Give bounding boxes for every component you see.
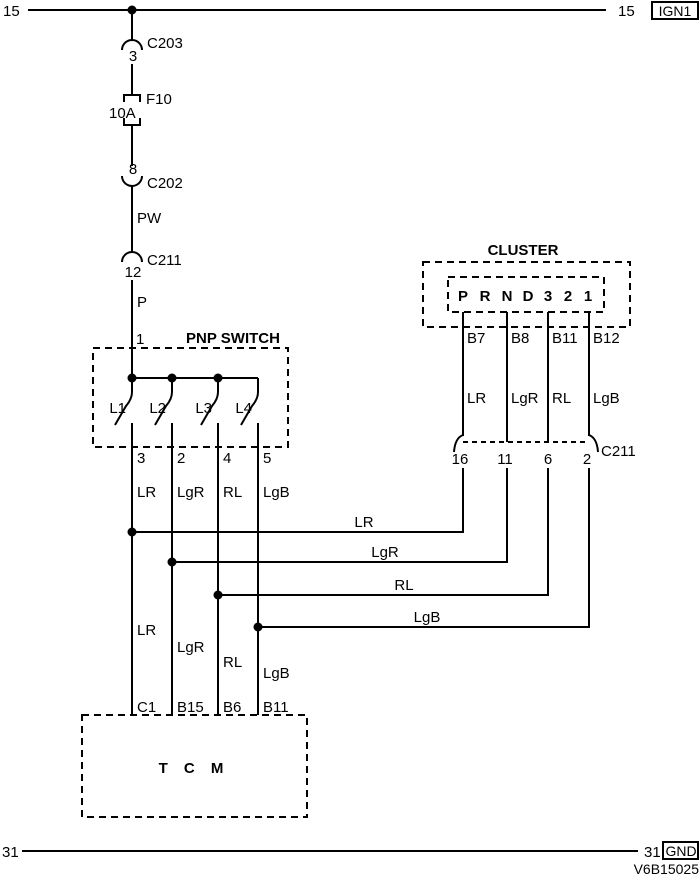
power-rail-left-label: 15 xyxy=(3,3,20,20)
switch-blade-l2-icon xyxy=(154,378,173,426)
connector-c211-icon xyxy=(121,251,143,263)
tcm-pin-b15-label: B15 xyxy=(177,699,204,716)
power-rail: 15 15 IGN1 xyxy=(3,1,699,20)
pnp-switch-box xyxy=(92,347,289,448)
link-junction-dot-lgr xyxy=(167,557,177,567)
c211-pin-6-label: 6 xyxy=(544,451,552,468)
link-rl-label: RL xyxy=(394,577,413,594)
c211-left-hook-icon xyxy=(453,434,464,453)
power-rail-right-label: 15 xyxy=(618,3,635,20)
indicator-2-label: 2 xyxy=(564,288,572,305)
indicator-r-label: R xyxy=(480,288,491,305)
fuse-name-label: F10 xyxy=(146,91,172,108)
indicator-p-label: P xyxy=(458,288,468,305)
link-junction-dot-lgb xyxy=(253,622,263,632)
wire-color-lgb-label: LgB xyxy=(263,484,290,501)
cross-link-wires: LR LgR RL LgB xyxy=(127,468,590,632)
wire-color-pw-label: PW xyxy=(137,210,162,227)
cluster-title: CLUSTER xyxy=(488,242,559,259)
switch-l1-label: L1 xyxy=(109,400,126,417)
switch-l2-label: L2 xyxy=(149,400,166,417)
link-junction-dot-rl xyxy=(213,590,223,600)
connector-c203-icon xyxy=(121,39,143,51)
fuse-top-bracket-icon xyxy=(123,94,141,102)
link-wire-lgr xyxy=(172,468,508,563)
tcm-wire-rl-label: RL xyxy=(223,654,242,671)
cluster-wire-lr-label: LR xyxy=(467,390,486,407)
cluster-wire-lgr-label: LgR xyxy=(511,390,539,407)
cluster-wire-lgb-label: LgB xyxy=(593,390,620,407)
switch-blade-l3-icon xyxy=(200,378,219,426)
c211-pin-2-label: 2 xyxy=(583,451,591,468)
pnp-switch-component: PNP SWITCH L1 L2 L3 L4 3 2 4 5 LR LgR RL… xyxy=(92,330,290,715)
indicator-n-label: N xyxy=(502,288,513,305)
link-lr-label: LR xyxy=(354,514,373,531)
ground-rail-right-label: 31 xyxy=(644,844,661,861)
tcm-wire-lgb-label: LgB xyxy=(263,665,290,682)
c211-inline-connector: C211 16 11 6 2 xyxy=(452,434,636,468)
cluster-wire-rl-label: RL xyxy=(552,390,571,407)
link-wire-lgb xyxy=(258,468,590,628)
ign1-tag-box xyxy=(651,1,699,20)
tcm-wire-lr-label: LR xyxy=(137,622,156,639)
cluster-pin-b11-label: B11 xyxy=(552,330,578,347)
wire-color-lgr-label: LgR xyxy=(177,484,205,501)
tcm-pin-b11-label: B11 xyxy=(263,699,289,716)
wire-color-lr-label: LR xyxy=(137,484,156,501)
c211-right-hook-icon xyxy=(588,434,599,453)
fuse-rating-label: 10A xyxy=(109,105,136,122)
indicator-3-label: 3 xyxy=(544,288,552,305)
pnp-pin-5-label: 5 xyxy=(263,450,271,467)
link-junction-dot-lr xyxy=(127,527,137,537)
switch-l3-label: L3 xyxy=(195,400,212,417)
ign1-tag-label: IGN1 xyxy=(659,3,692,19)
link-lgr-label: LgR xyxy=(371,544,399,561)
feed-circuit: 3 C203 F10 10A 8 C202 PW 12 C211 P 1 xyxy=(109,10,183,378)
wire-color-rl-label: RL xyxy=(223,484,242,501)
tcm-pin-b6-label: B6 xyxy=(223,699,241,716)
pnp-input-pin-label: 1 xyxy=(136,331,144,348)
link-lgb-label: LgB xyxy=(414,609,441,626)
switch-blade-l1-icon xyxy=(114,378,133,426)
cluster-pin-b8-label: B8 xyxy=(511,330,529,347)
switch-l4-label: L4 xyxy=(235,400,252,417)
tcm-pin-c1-label: C1 xyxy=(137,699,156,716)
switch-blade-l4-icon xyxy=(240,378,259,426)
tcm-title: T C M xyxy=(159,760,230,777)
indicator-1-label: 1 xyxy=(584,288,592,305)
cluster-pin-b7-label: B7 xyxy=(467,330,485,347)
gnd-tag-box xyxy=(662,841,699,860)
tcm-box xyxy=(81,714,308,818)
tcm-component: LR LgR RL LgB C1 B15 B6 B11 T C M xyxy=(81,622,308,818)
link-wire-rl xyxy=(218,468,549,596)
pnp-pin-2-label: 2 xyxy=(177,450,185,467)
c203-name-label: C203 xyxy=(147,35,183,52)
c203-pin-label: 3 xyxy=(129,48,137,65)
indicator-d-label: D xyxy=(523,288,534,305)
cluster-component: CLUSTER P R N D 3 2 1 B7 B8 B11 B12 LR L… xyxy=(422,242,631,442)
c211-pin-16-label: 16 xyxy=(452,451,469,468)
ground-rail: 31 31 GND V6B15025 xyxy=(2,841,700,877)
tcm-wire-lgr-label: LgR xyxy=(177,639,205,656)
c211-pin-11-label: 11 xyxy=(497,451,513,468)
link-wire-lr xyxy=(132,468,464,533)
c211-name-label: C211 xyxy=(147,252,182,269)
pnp-pin-4-label: 4 xyxy=(223,450,231,467)
c202-pin-label: 8 xyxy=(129,161,137,178)
wire-color-p-label: P xyxy=(137,294,147,311)
gnd-tag-label: GND xyxy=(665,843,696,859)
document-number-label: V6B15025 xyxy=(634,861,700,877)
cluster-pin-b12-label: B12 xyxy=(593,330,620,347)
c202-name-label: C202 xyxy=(147,175,183,192)
ground-rail-left-label: 31 xyxy=(2,844,19,861)
cluster-outer-box xyxy=(422,261,631,328)
cluster-indicator-box xyxy=(447,276,605,313)
c211-connector-name-label: C211 xyxy=(601,443,636,460)
pnp-pin-3-label: 3 xyxy=(137,450,145,467)
c211-pin-label: 12 xyxy=(125,264,142,281)
pnp-switch-title: PNP SWITCH xyxy=(186,330,280,347)
